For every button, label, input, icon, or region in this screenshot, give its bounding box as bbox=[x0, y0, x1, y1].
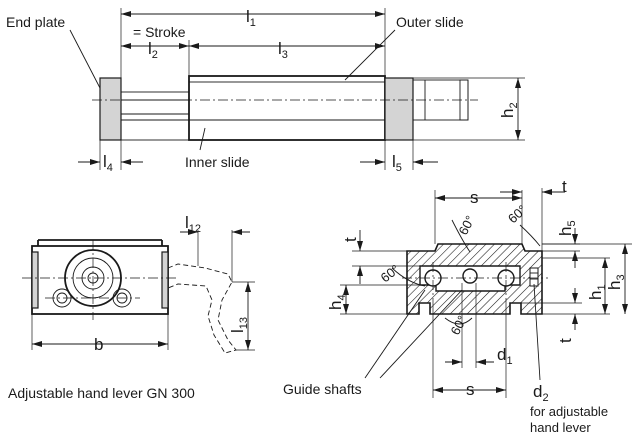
angle-bottom: 60° bbox=[447, 313, 469, 337]
dim-b: b bbox=[94, 335, 103, 354]
stroke-label: = Stroke bbox=[133, 24, 186, 40]
dim-h2: h2 bbox=[498, 102, 520, 118]
adjustable-lever-outline bbox=[167, 263, 237, 354]
dim-s-top: s bbox=[470, 188, 479, 207]
angle-left: 60° bbox=[378, 261, 403, 285]
front-body bbox=[31, 245, 169, 315]
dim-h1: h1 bbox=[586, 284, 608, 300]
dim-d1: d1 bbox=[497, 345, 513, 367]
outer-slide bbox=[188, 75, 386, 141]
dim-t-top: t bbox=[562, 177, 567, 196]
guide-shaft-center bbox=[462, 268, 478, 284]
dim-h3: h3 bbox=[605, 274, 627, 290]
dim-l13: l13 bbox=[228, 317, 250, 333]
end-plate-label: End plate bbox=[6, 14, 65, 30]
front-view: l12 l13 b Adjustable hand lever GN 300 bbox=[8, 213, 255, 401]
d2-note-line1: for adjustable bbox=[530, 404, 608, 419]
dim-l5: l5 bbox=[392, 152, 402, 174]
dim-h4: h4 bbox=[326, 294, 348, 310]
section-view: s t t h4 h5 h1 h3 t d1 s d2 60° 60° 60° … bbox=[283, 177, 632, 435]
dim-t-bottom: t bbox=[556, 338, 575, 343]
dim-l1: l1 bbox=[246, 7, 256, 29]
outer-slide-label: Outer slide bbox=[396, 14, 464, 30]
dim-d2: d2 bbox=[533, 382, 549, 404]
guide-shafts-label: Guide shafts bbox=[283, 381, 362, 397]
angle-top-right: 60° bbox=[505, 202, 530, 226]
dim-t-left: t bbox=[341, 237, 360, 242]
dim-s-bottom: s bbox=[466, 380, 475, 399]
dim-l3: l3 bbox=[278, 39, 288, 61]
d2-note-line2: hand lever bbox=[530, 420, 591, 435]
dim-l2: l2 bbox=[148, 39, 158, 61]
inner-slide bbox=[120, 91, 190, 141]
dim-h5: h5 bbox=[556, 220, 578, 236]
end-plate bbox=[99, 77, 122, 141]
dim-l12: l12 bbox=[185, 213, 201, 235]
inner-slide-label: Inner slide bbox=[185, 154, 250, 170]
side-view: End plate Outer slide Inner slide = Stro… bbox=[6, 7, 525, 174]
hand-lever-label: Adjustable hand lever GN 300 bbox=[8, 385, 195, 401]
outer-slide-end-cap bbox=[384, 77, 414, 141]
dim-l4: l4 bbox=[103, 152, 113, 174]
